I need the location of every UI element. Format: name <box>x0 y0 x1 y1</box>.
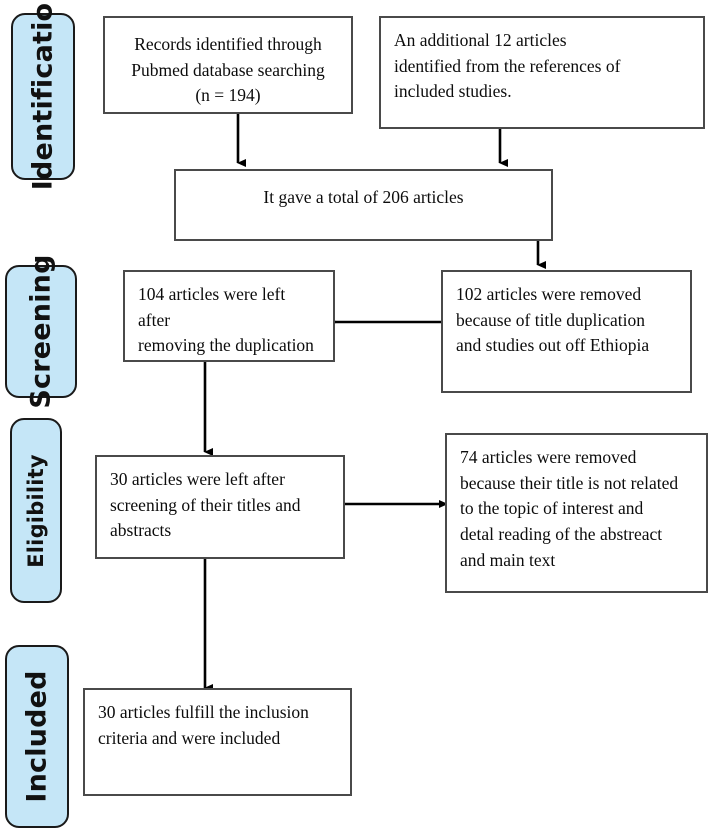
stage-label-included: Included <box>21 670 53 803</box>
stage-label-screening: Screening <box>25 254 57 409</box>
stage-label-eligibility: Eligibility <box>24 453 48 568</box>
stage-pill-screening: Screening <box>5 254 77 409</box>
box-records-identified: Records identified through Pubmed databa… <box>103 16 353 114</box>
box-additional-records-text: An additional 12 articles identified fro… <box>394 30 621 102</box>
box-total-articles-text: It gave a total of 206 articles <box>263 187 464 207</box>
box-removed-title-screening-text: 74 articles were removed because their t… <box>460 447 679 570</box>
box-after-duplicates: 104 articles were left after removing th… <box>123 270 335 362</box>
box-removed-duplicates-text: 102 articles were removed because of tit… <box>456 284 650 356</box>
box-after-title-screening-text: 30 articles were left after screening of… <box>110 469 301 541</box>
box-total-articles: It gave a total of 206 articles <box>174 169 553 241</box>
box-records-identified-text: Records identified through Pubmed databa… <box>131 34 325 106</box>
stage-label-identification: Identificatio <box>27 2 59 191</box>
stage-pill-included: Included <box>5 645 69 828</box>
box-removed-title-screening: 74 articles were removed because their t… <box>445 433 708 593</box>
stage-pill-eligibility: Eligibility <box>10 418 62 603</box>
box-removed-duplicates: 102 articles were removed because of tit… <box>441 270 692 393</box>
stage-pill-identification: Identificatio <box>11 3 75 190</box>
box-after-title-screening: 30 articles were left after screening of… <box>95 455 345 559</box>
box-included-final: 30 articles fulfill the inclusion criter… <box>83 688 352 796</box>
box-after-duplicates-text: 104 articles were left after removing th… <box>138 284 314 356</box>
box-included-final-text: 30 articles fulfill the inclusion criter… <box>98 702 309 748</box>
box-additional-records: An additional 12 articles identified fro… <box>379 16 705 129</box>
